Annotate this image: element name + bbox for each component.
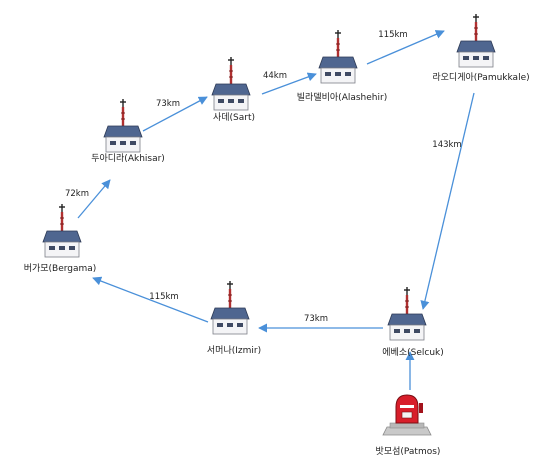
church-icon bbox=[102, 97, 144, 154]
patmos-node: 밧모섬(Patmos) bbox=[376, 394, 441, 457]
church-node-sardis: 사데(Sart) bbox=[210, 55, 255, 123]
route-distance-laodicea-to-ephesus: 143km bbox=[432, 140, 461, 150]
mailbox-icon bbox=[382, 394, 432, 436]
route-distance-pergamon-to-thyatira: 72km bbox=[65, 189, 89, 199]
church-node-pergamon: 버가모(Bergama) bbox=[24, 202, 97, 274]
route-arrow-pergamon-to-thyatira bbox=[77, 179, 111, 219]
church-node-smyrna: 서머나(Izmir) bbox=[207, 279, 261, 356]
church-icon bbox=[386, 285, 428, 342]
route-distance-ephesus-to-smyrna: 73km bbox=[304, 314, 328, 324]
church-icon bbox=[41, 202, 83, 259]
route-arrow-smyrna-to-pergamon bbox=[92, 276, 209, 323]
route-arrow-thyatira-to-sardis bbox=[142, 96, 208, 132]
patmos-layer: 밧모섬(Patmos) bbox=[376, 394, 441, 457]
church-label-sardis: 사데(Sart) bbox=[213, 112, 255, 123]
church-label-laodicea: 라오디게아(Pamukkale) bbox=[432, 72, 529, 83]
church-icon bbox=[209, 279, 251, 336]
churches-layer: 버가모(Bergama) 두아디라(Akhisar) 사데(Sart) 빌라델비아(A… bbox=[24, 12, 530, 358]
routes-layer: 72km 73km 44km 115km 143km 73km 115km bbox=[65, 30, 475, 390]
route-arrow-sardis-to-philadelphia bbox=[261, 72, 317, 95]
church-label-pergamon: 버가모(Bergama) bbox=[24, 263, 97, 274]
church-node-ephesus: 에베소(Selcuk) bbox=[382, 285, 444, 358]
church-node-laodicea: 라오디게아(Pamukkale) bbox=[432, 12, 530, 83]
route-distance-philadelphia-to-laodicea: 115km bbox=[378, 30, 407, 40]
church-node-thyatira: 두아디라(Akhisar) bbox=[91, 97, 165, 164]
church-label-smyrna: 서머나(Izmir) bbox=[207, 345, 261, 356]
route-arrow-philadelphia-to-laodicea bbox=[366, 30, 445, 65]
patmos-label: 밧모섬(Patmos) bbox=[376, 446, 441, 457]
church-label-philadelphia: 빌라델비아(Alashehir) bbox=[297, 91, 387, 103]
church-icon bbox=[210, 55, 252, 112]
church-label-thyatira: 두아디라(Akhisar) bbox=[91, 153, 165, 164]
route-distance-smyrna-to-pergamon: 115km bbox=[149, 292, 178, 302]
church-label-ephesus: 에베소(Selcuk) bbox=[382, 347, 443, 358]
church-icon bbox=[455, 12, 497, 69]
church-node-philadelphia: 빌라델비아(Alashehir) bbox=[297, 28, 387, 103]
route-arrow-laodicea-to-ephesus bbox=[420, 92, 475, 310]
route-distance-sardis-to-philadelphia: 44km bbox=[263, 71, 287, 81]
church-icon bbox=[317, 28, 359, 85]
route-distance-thyatira-to-sardis: 73km bbox=[156, 99, 180, 109]
